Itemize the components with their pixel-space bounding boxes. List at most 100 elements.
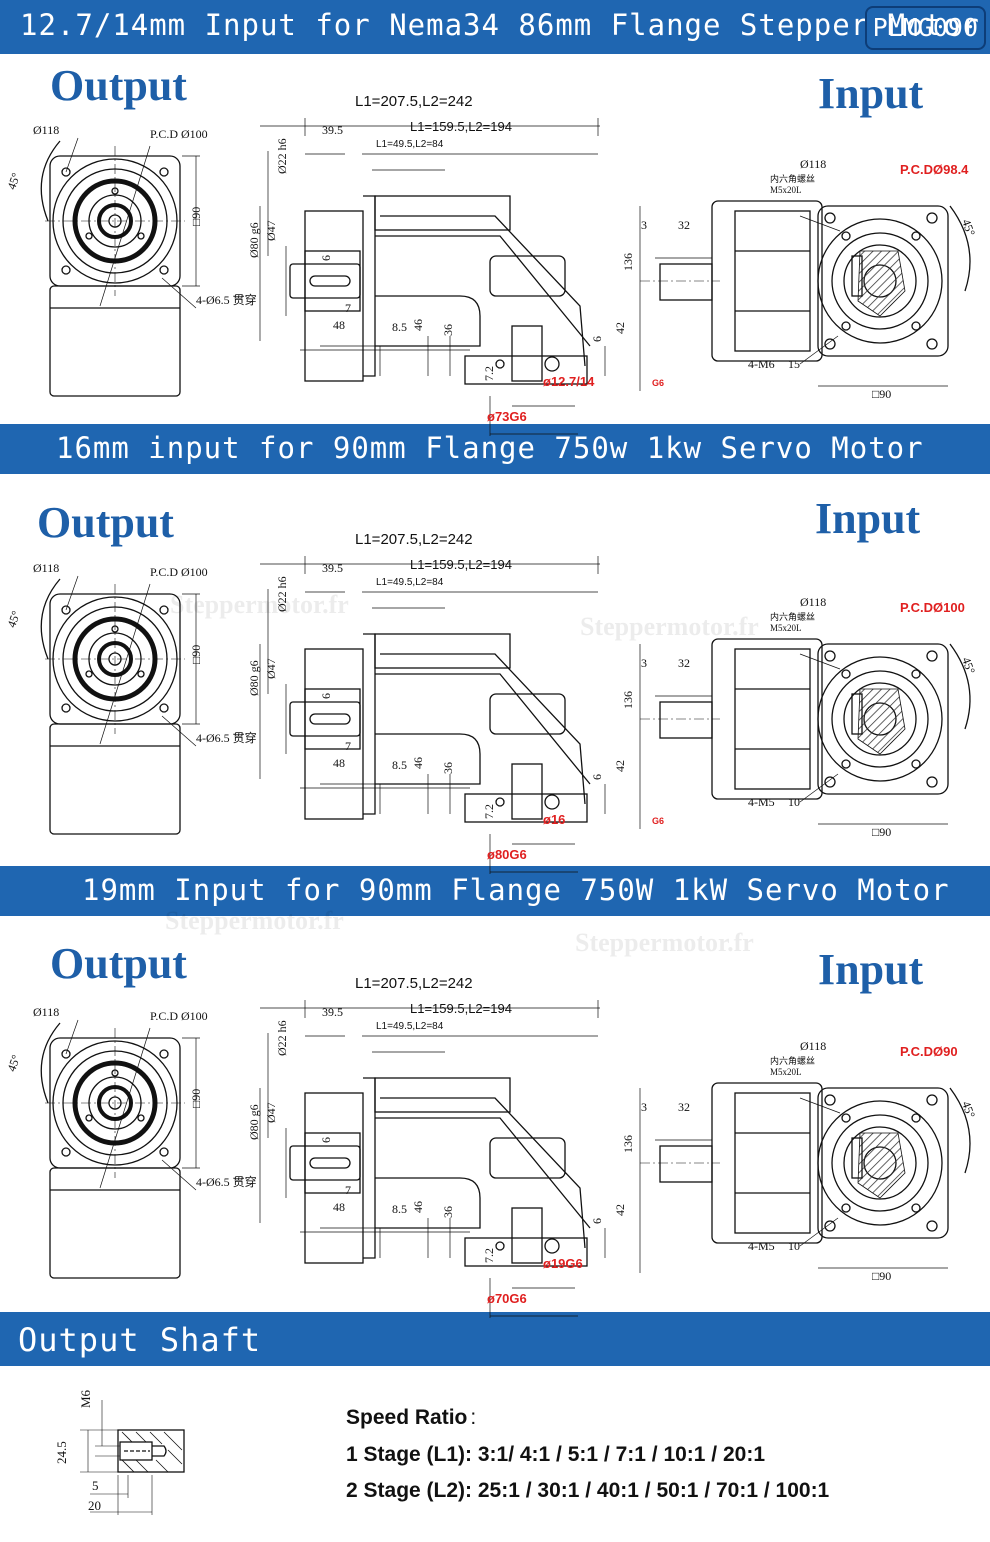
dim-8-5: 8.5 (392, 320, 407, 334)
output-shaft-drawing: M6 24.5 5 20 (54, 1389, 185, 1515)
input-shaft-dim: ø19G6 (543, 1256, 583, 1271)
dim-6b: 6 (590, 1218, 604, 1224)
hex-screw-size: M5x20L (770, 1067, 802, 1077)
hex-screw-size: M5x20L (770, 623, 802, 633)
dim-7: 7 (345, 301, 351, 315)
l-small-dim: L1=49.5,L2=84 (376, 139, 444, 150)
flange-dim-in: Ø118 (800, 1039, 826, 1053)
screw-in-depth: 15 (788, 357, 800, 371)
flange-dim: Ø118 (33, 1005, 59, 1019)
dim-80: Ø80 g6 (247, 660, 261, 696)
gearbox-drawing: Ø118 P.C.D Ø100 45° □90 4-Ø6.5 贯穿 L1=207… (4, 975, 978, 1318)
l-total-dim: L1=207.5,L2=242 (355, 93, 473, 110)
input-view (640, 200, 971, 387)
l-mid-dim: L1=159.5,L2=194 (410, 557, 512, 572)
angle-dim: 45° (4, 1053, 23, 1074)
output-label-3: Output (50, 939, 187, 988)
hex-screw-label: 内六角螺丝 (770, 611, 815, 622)
square-dim-in: □90 (872, 1269, 891, 1283)
input-label-3: Input (818, 945, 924, 994)
shaft-24-5: 24.5 (54, 1441, 69, 1464)
hex-screw-label: 内六角螺丝 (770, 173, 815, 184)
header-band-4: Output Shaft (0, 1312, 990, 1366)
pilot-dim: ø80G6 (487, 847, 527, 862)
input-label-1: Input (818, 69, 924, 118)
dim-136: 136 (621, 253, 635, 271)
side-view (259, 1000, 641, 1318)
square-dim: □90 (189, 207, 203, 226)
dim-42: 42 (613, 760, 627, 772)
speed-ratio-title: Speed Ratio: (346, 1406, 476, 1430)
pilot-dim: ø70G6 (487, 1291, 527, 1306)
gearbox-drawing: Ø118 P.C.D Ø100 45° □90 4-Ø6.5 贯穿 L1=207… (4, 531, 978, 874)
dim-7-2: 7.2 (482, 366, 496, 381)
pcd-in-dim: P.C.DØ90 (900, 1044, 958, 1059)
output-label-1: Output (50, 61, 187, 110)
l-total-dim: L1=207.5,L2=242 (355, 975, 473, 992)
input-shaft-tol: G6 (652, 816, 664, 826)
watermark: Steppermotor.fr (170, 590, 349, 619)
holes-dim: 4-Ø6.5 贯穿 (196, 292, 257, 307)
l-small-dim: L1=49.5,L2=84 (376, 1021, 444, 1032)
dim-6: 6 (319, 693, 333, 699)
dim-7: 7 (345, 1183, 351, 1197)
watermark: Steppermotor.fr (575, 928, 754, 957)
dim-136: 136 (621, 1135, 635, 1153)
dim-47: Ø47 (264, 1102, 278, 1123)
square-dim: □90 (189, 1089, 203, 1108)
speed-ratio-title-text: Speed Ratio (346, 1406, 468, 1429)
holes-dim: 4-Ø6.5 贯穿 (196, 730, 257, 745)
dim-80: Ø80 g6 (247, 1104, 261, 1140)
dim-7: 7 (345, 739, 351, 753)
drawing-row-3: Ø118 P.C.D Ø100 45° □90 4-Ø6.5 贯穿 L1=207… (0, 928, 990, 1318)
shaft-m6: M6 (78, 1389, 93, 1408)
dim-8-5: 8.5 (392, 758, 407, 772)
header-title-4: Output Shaft (18, 1321, 262, 1359)
dim-80: Ø80 g6 (247, 222, 261, 258)
dim-32: 32 (678, 218, 690, 232)
side-view (259, 118, 641, 436)
drawing-row-1: Ø118 P.C.D Ø100 45° □90 4-Ø6.5 贯穿 L1=207… (0, 46, 990, 436)
output-front-view (40, 137, 200, 397)
dim-36: 36 (441, 324, 455, 336)
dim-48: 48 (333, 1200, 345, 1214)
angle-dim-in: 45° (959, 217, 978, 238)
angle-dim-in: 45° (959, 655, 978, 676)
l-mid-dim: L1=159.5,L2=194 (410, 119, 512, 134)
stage1-ratios: 1 Stage (L1): 3:1/ 4:1 / 5:1 / 7:1 / 10:… (346, 1443, 766, 1466)
dim-48: 48 (333, 318, 345, 332)
dim-48: 48 (333, 756, 345, 770)
hex-screw-size: M5x20L (770, 185, 802, 195)
dim-47: Ø47 (264, 658, 278, 679)
header-band-2: 16mm input for 90mm Flange 750w 1kw Serv… (0, 424, 990, 474)
square-dim-in: □90 (872, 825, 891, 839)
dim-39-5: 39.5 (322, 123, 343, 137)
screw-in-dim: 4-M5 (748, 1239, 775, 1253)
screw-in-dim: 4-M5 (748, 795, 775, 809)
dim-3: 3 (641, 218, 647, 232)
dim-22: Ø22 h6 (275, 138, 289, 174)
input-label-2: Input (815, 494, 921, 543)
shaft-20: 20 (88, 1498, 101, 1513)
square-dim-in: □90 (872, 387, 891, 401)
pcd-in-dim: P.C.DØ100 (900, 600, 965, 615)
speed-ratio-colon: : (470, 1406, 477, 1429)
dim-36: 36 (441, 1206, 455, 1218)
side-view (259, 556, 641, 874)
screw-in-depth: 10 (788, 1239, 800, 1253)
dim-7-2: 7.2 (482, 804, 496, 819)
dim-47: Ø47 (264, 220, 278, 241)
watermark: Steppermotor.fr (580, 612, 759, 641)
dim-7-2: 7.2 (482, 1248, 496, 1263)
dim-42: 42 (613, 322, 627, 334)
input-shaft-dim: ø12.7/14 (543, 374, 595, 389)
dim-46: 46 (411, 1201, 425, 1213)
square-dim: □90 (189, 645, 203, 664)
l-total-dim: L1=207.5,L2=242 (355, 531, 473, 548)
pcd-in-dim: P.C.DØ98.4 (900, 162, 969, 177)
dim-6b: 6 (590, 336, 604, 342)
dim-39-5: 39.5 (322, 561, 343, 575)
header-band-1: 12.7/14mm Input for Nema34 86mm Flange S… (0, 0, 990, 54)
input-shaft-tol: G6 (652, 378, 664, 388)
dim-3: 3 (641, 1100, 647, 1114)
